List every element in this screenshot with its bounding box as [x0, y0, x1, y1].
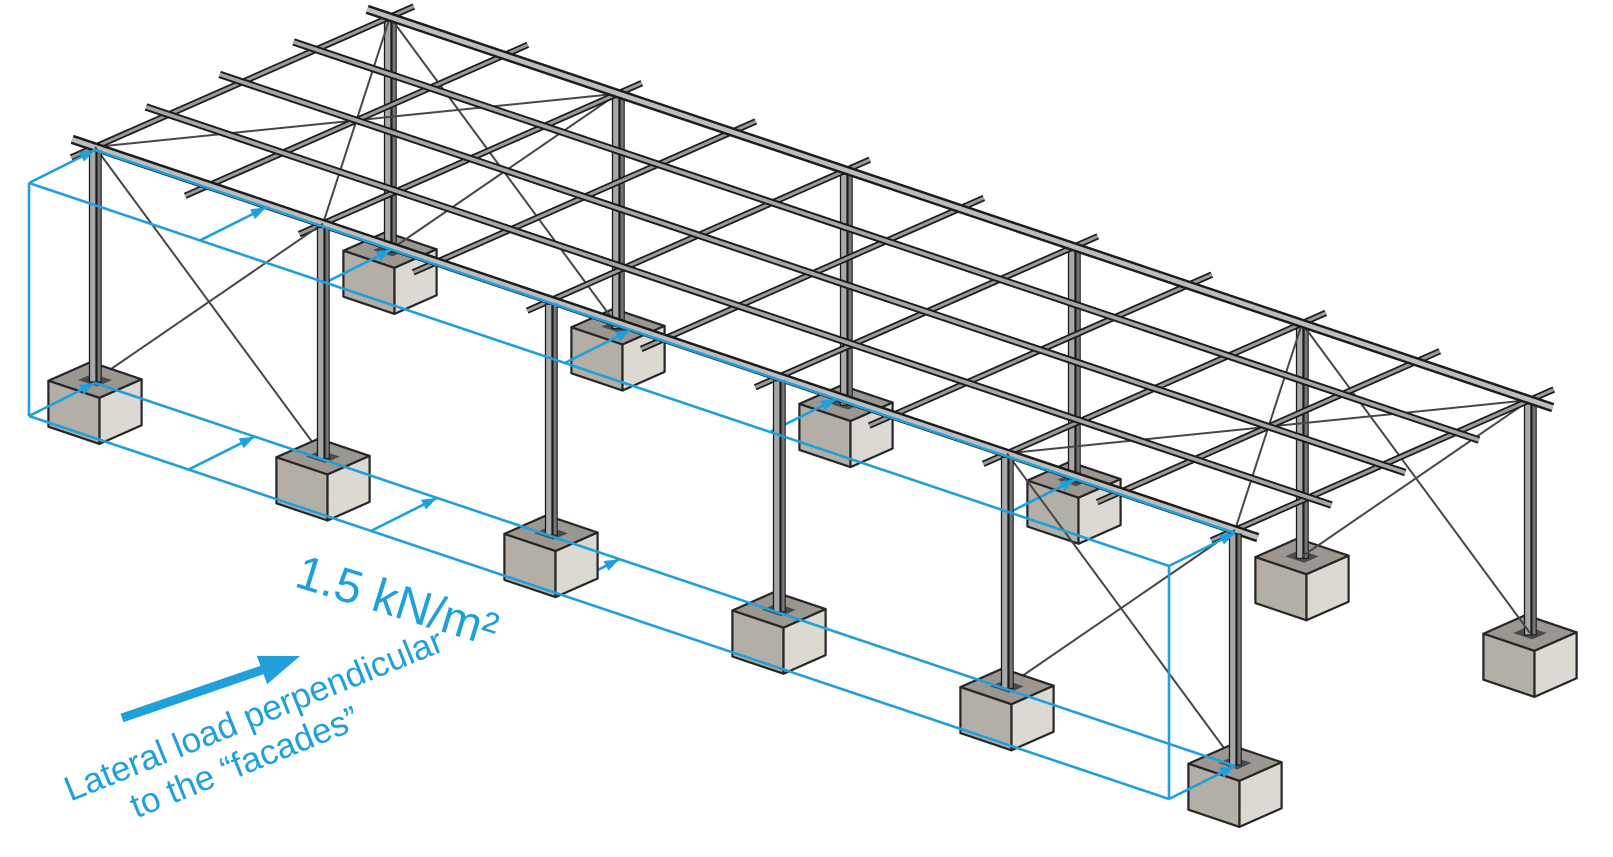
column-front-6-web [1236, 533, 1242, 766]
load-box-corner-arrow-top-left [79, 150, 95, 162]
load-direction-arrow-shaft [120, 665, 264, 723]
footing-front-6-side-face [1238, 761, 1283, 829]
front-eave-beam-core [71, 137, 1259, 540]
column-front-3-web [552, 303, 558, 536]
back-eave-beam-core [366, 7, 1554, 410]
purlins [70, 4, 1555, 543]
front-wall-brace-diagonal [1006, 529, 1236, 688]
load-arrow-bottom-1-head [238, 436, 255, 449]
load-arrow-top-3-head [614, 330, 631, 342]
load-box-edge-top-back [94, 148, 1236, 535]
column-back-3-flange [839, 173, 848, 406]
load-box-edge-top-front [28, 181, 1170, 568]
load-arrow-top-2-head [375, 249, 392, 262]
column-back-6-web [1531, 403, 1537, 636]
column-front-2-web [324, 227, 330, 460]
purlin-3-core [292, 40, 1480, 442]
purlin-1-core [145, 105, 1333, 507]
column-front-5-web [1008, 456, 1014, 689]
column-front-5-flange [1000, 456, 1009, 690]
footing-back-6-side-face [1533, 631, 1578, 699]
load-caption-line1: Lateral load perpendicular [59, 621, 449, 809]
column-front-4-web [780, 380, 786, 613]
back-wall-brace-diagonal [1301, 399, 1531, 558]
column-back-1-flange [383, 20, 392, 253]
load-arrow-bottom-3-head [603, 559, 620, 571]
column-front-6-flange [1228, 533, 1237, 766]
bracing-front-wall [94, 146, 1236, 764]
purlin-2-core [219, 72, 1406, 475]
load-direction-arrow-head [256, 655, 300, 685]
column-back-2-flange [611, 96, 620, 330]
load-box [27, 148, 1236, 801]
load-box-edge-bottom-back [94, 381, 1236, 768]
column-back-5-flange [1295, 326, 1304, 560]
column-front-1-flange [88, 150, 97, 383]
load-arrow-top-5-head [1059, 479, 1076, 491]
load-arrow-top-4-head [820, 399, 836, 411]
column-front-4-flange [772, 380, 781, 613]
scene-root [27, 3, 1578, 829]
load-box-edge-bottom-front [28, 414, 1170, 801]
load-arrow-bottom-2-head [421, 497, 437, 510]
column-front-2-flange [316, 226, 325, 460]
load-arrow-top-1-head [250, 207, 266, 220]
load-box-corner-arrow-bottom-right [1219, 766, 1235, 778]
column-front-1-web [96, 150, 102, 383]
column-front-3-flange [544, 303, 553, 536]
front-columns [88, 150, 1242, 766]
load-box-corner-arrow-top-right [1219, 533, 1235, 545]
footing-back-5-side-face [1305, 554, 1350, 622]
load-box-corner-arrow-bottom-left [79, 383, 95, 395]
load-direction-arrow [120, 655, 300, 723]
column-back-6-flange [1523, 403, 1532, 636]
front-wall-brace-diagonal [94, 222, 324, 381]
